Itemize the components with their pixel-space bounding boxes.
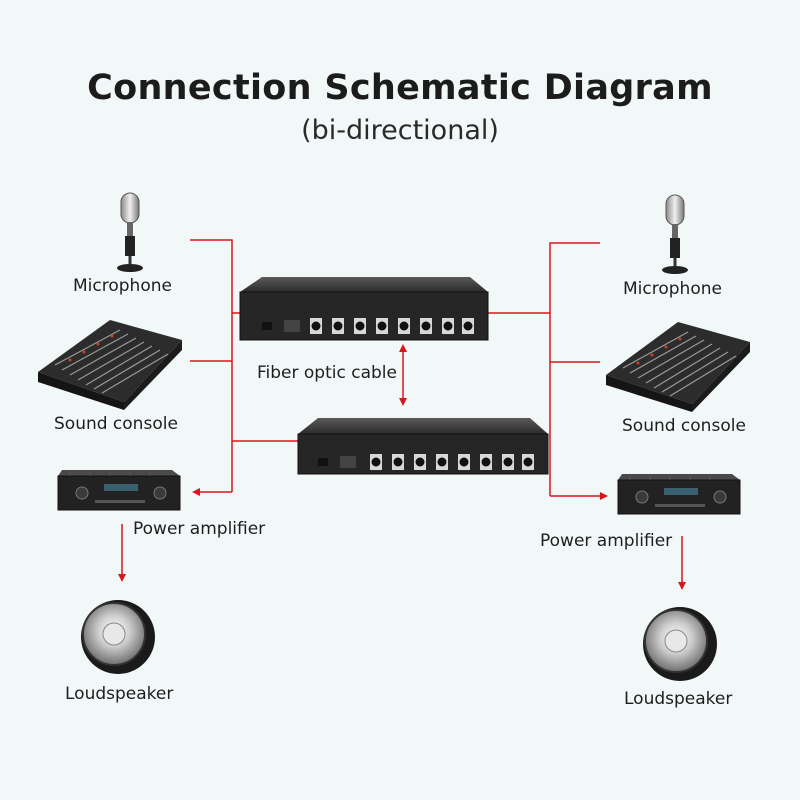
- right-sound-console-label: Sound console: [622, 416, 746, 436]
- fiber-optic-cable-label: Fiber optic cable: [257, 363, 397, 383]
- diagram-subtitle: (bi-directional): [301, 115, 499, 146]
- left-sound-console-label: Sound console: [54, 414, 178, 434]
- xlr-ports-top: [310, 318, 474, 334]
- right-loudspeaker-image: [643, 607, 717, 681]
- right-connection-lines: [488, 242, 686, 590]
- diagram-title: Connection Schematic Diagram: [87, 68, 713, 108]
- left-power-amplifier-label: Power amplifier: [133, 519, 266, 539]
- left-sound-console-image: [38, 320, 182, 410]
- left-connection-lines: [118, 239, 298, 582]
- xlr-ports-bottom: [370, 454, 534, 470]
- right-power-amplifier-image: [617, 474, 741, 515]
- right-power-amplifier-label: Power amplifier: [540, 531, 673, 551]
- right-sound-console-image: [606, 322, 750, 412]
- fiber-transceiver-bottom: [297, 418, 549, 475]
- left-microphone-image: [117, 192, 143, 272]
- fiber-transceiver-top: [239, 277, 489, 341]
- right-loudspeaker-label: Loudspeaker: [624, 689, 733, 709]
- right-microphone-label: Microphone: [623, 279, 722, 299]
- left-microphone-label: Microphone: [73, 276, 172, 296]
- left-loudspeaker-label: Loudspeaker: [65, 684, 174, 704]
- left-loudspeaker-image: [81, 600, 155, 674]
- left-power-amplifier-image: [57, 470, 181, 511]
- right-microphone-image: [662, 194, 688, 274]
